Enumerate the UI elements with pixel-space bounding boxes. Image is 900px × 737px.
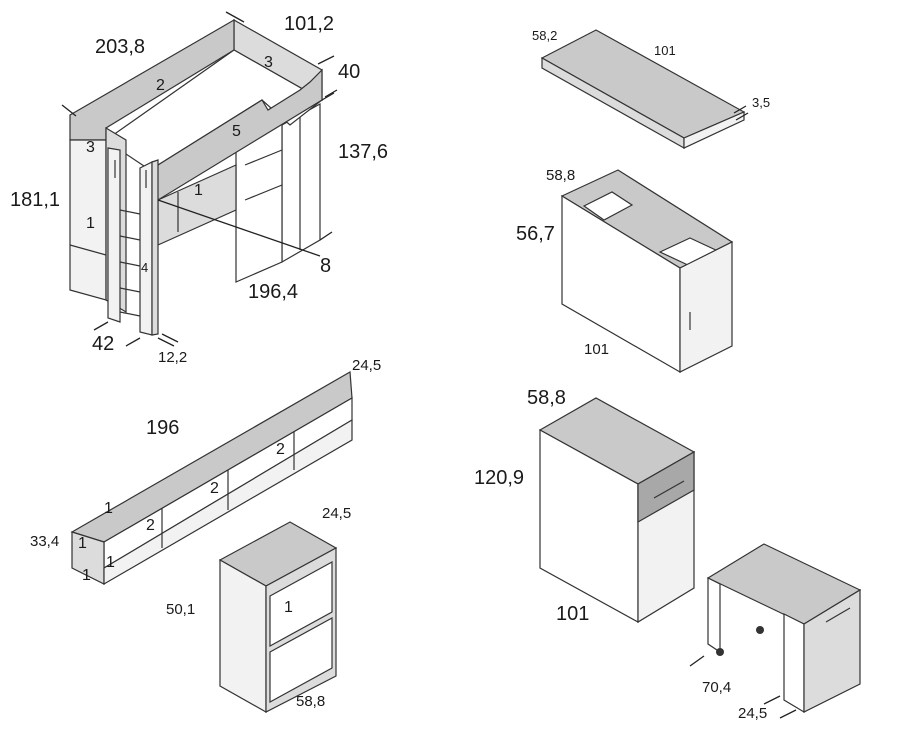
bookcase-part-label: 1	[284, 599, 293, 616]
pullout-wheel	[716, 648, 724, 656]
shelf-part-label: 2	[146, 517, 155, 534]
board-depth-dim: 58,2	[532, 28, 557, 43]
bed-part-label: 1	[194, 182, 203, 199]
loft-bed: 203,8 101,2 40 137,6 181,1 8 196,4 42 12…	[10, 11, 388, 366]
bed-height-dim: 181,1	[10, 189, 60, 211]
shelf-part-label: 1	[106, 554, 115, 571]
bed-part-label: 3	[264, 54, 273, 71]
cabinet-height-dim: 56,7	[516, 223, 555, 245]
pullout-desk: 70,4 24,5	[689, 543, 862, 722]
bed-front-rail	[149, 68, 323, 201]
cabinet-door	[679, 241, 733, 373]
shelf-depth-dim: 24,5	[352, 357, 381, 374]
shelf-part-label: 2	[210, 480, 219, 497]
pullout-wheel	[756, 626, 764, 634]
bed-desk-height-dim: 137,6	[338, 141, 388, 163]
cabinet-opening	[582, 191, 634, 221]
desk-width-dim: 101	[556, 603, 589, 625]
bookcase: 24,5 50,1 58,8 1	[166, 505, 351, 714]
shelf-length-dim: 196	[146, 417, 179, 439]
board-side-edge	[683, 111, 745, 149]
shelf-part-label: 1	[104, 500, 113, 517]
bookcase-upper-cubby	[269, 560, 333, 648]
wall-shelf: 196 24,5 33,4 1 2 2 2 1 1 1	[30, 357, 381, 586]
desk-drawer	[637, 450, 695, 524]
bed-ladder	[107, 147, 159, 336]
bed-part-label: 2	[156, 77, 165, 94]
desk-depth-dim: 58,8	[527, 387, 566, 409]
pullout-leg	[707, 577, 721, 654]
bed-part-label: 3	[86, 139, 95, 156]
bed-base-length-dim: 196,4	[248, 281, 298, 303]
bed-part-label: 1	[86, 215, 95, 232]
shelf-part-label: 1	[82, 567, 91, 584]
desk: 58,8 120,9 101	[474, 387, 696, 625]
pullout-shelf-unit	[783, 613, 805, 714]
bed-ladder-step-dim: 12,2	[158, 349, 187, 366]
desk-height-dim: 120,9	[474, 467, 524, 489]
pullout-door	[803, 588, 861, 713]
bed-length-dim: 203,8	[95, 36, 145, 58]
shelf-part-label: 1	[78, 535, 87, 552]
board-thickness-dim: 3,5	[752, 95, 770, 110]
shelf-height-dim: 33,4	[30, 533, 59, 550]
pullout-depth-dim: 24,5	[738, 705, 767, 722]
board-panel: 58,2 101 3,5	[532, 28, 770, 150]
bed-right-frame	[281, 102, 321, 264]
bed-part-label: 5	[232, 123, 241, 140]
bed-width-dim: 101,2	[284, 13, 334, 35]
bookcase-side	[219, 558, 267, 714]
cabinet: 58,8 56,7 101	[516, 167, 734, 374]
bed-ladder-width-dim: 42	[92, 333, 114, 355]
bed-rail-dim: 40	[338, 61, 360, 83]
bookcase-depth-dim: 24,5	[322, 505, 351, 522]
bookcase-width-dim: 58,8	[296, 693, 325, 710]
bookcase-height-dim: 50,1	[166, 601, 195, 618]
pullout-width-dim: 70,4	[702, 679, 731, 696]
cabinet-length-dim: 101	[584, 341, 609, 358]
bed-part-label: 4	[141, 260, 148, 275]
bed-ladder-depth-dim: 8	[320, 255, 331, 277]
board-length-dim: 101	[654, 43, 676, 58]
bookcase-lower-cubby	[269, 616, 333, 704]
shelf-part-label: 2	[276, 441, 285, 458]
cabinet-depth-dim: 58,8	[546, 167, 575, 184]
